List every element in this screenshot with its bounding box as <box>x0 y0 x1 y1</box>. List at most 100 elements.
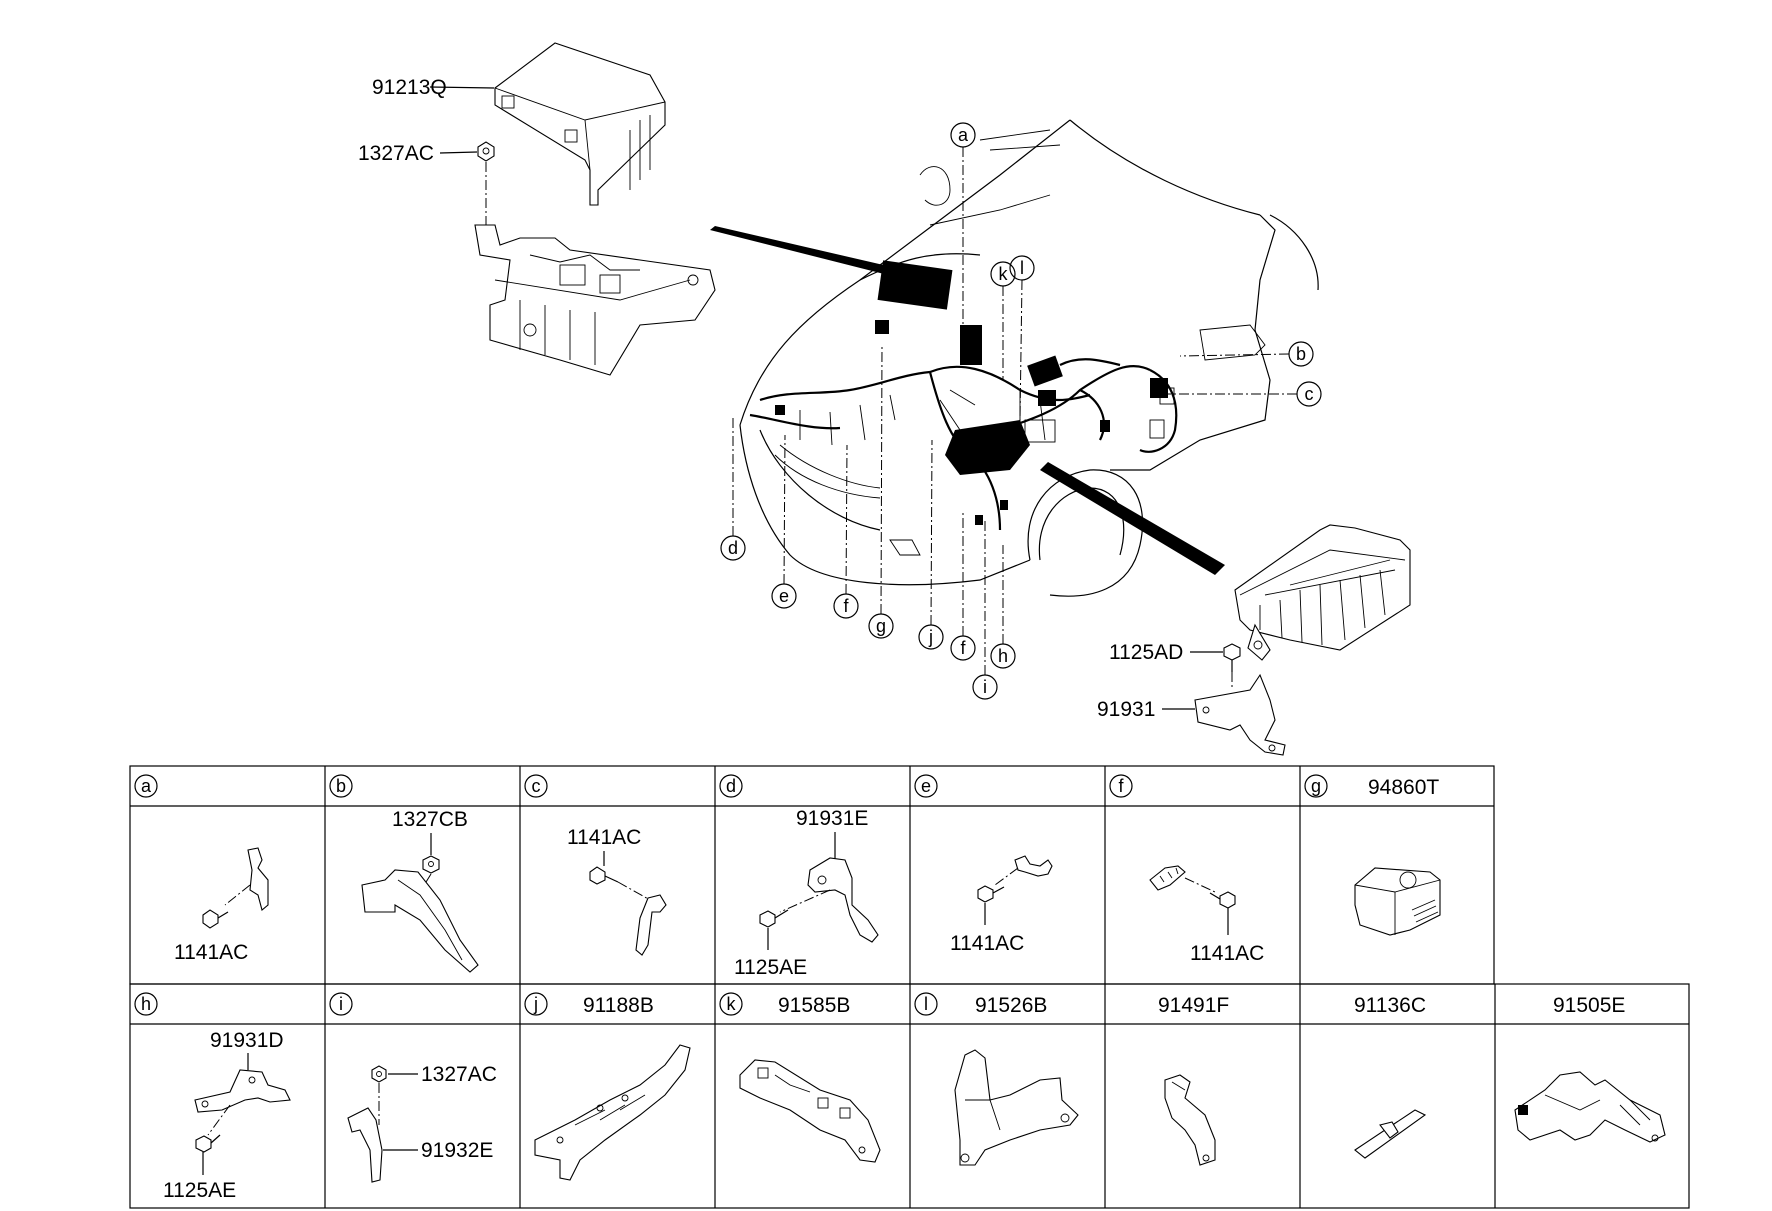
cell-f-header: f <box>1109 774 1133 798</box>
svg-text:c: c <box>532 776 541 796</box>
fuse-box-cover[interactable] <box>494 42 666 206</box>
label-91931: 91931 <box>1097 698 1155 721</box>
svg-text:b: b <box>1296 344 1306 364</box>
callout-f-right[interactable]: f <box>950 510 976 661</box>
title-91136C: 91136C <box>1354 994 1426 1017</box>
cell-j-parts[interactable] <box>534 1044 691 1181</box>
band-left <box>710 226 905 278</box>
cell-d-parts[interactable]: 91931E 1125AE <box>734 807 879 979</box>
svg-text:l: l <box>1020 258 1024 278</box>
bolt-icon <box>202 909 229 929</box>
svg-text:e: e <box>921 776 931 796</box>
leader-1327AC <box>439 151 478 154</box>
nut-icon[interactable] <box>477 141 495 162</box>
part-1141AC-f: 1141AC <box>1190 942 1264 965</box>
fuse-box-lower[interactable] <box>474 224 716 376</box>
part-91932E: 91932E <box>421 1139 493 1162</box>
label-1125AD: 1125AD <box>1109 641 1183 664</box>
bracket-91931[interactable] <box>1194 673 1286 756</box>
svg-text:d: d <box>726 776 736 796</box>
title-94860T: 94860T <box>1368 776 1439 799</box>
cell-91491F-parts[interactable] <box>1164 1074 1216 1166</box>
cell-g-header: g 94860T <box>1304 774 1439 799</box>
cell-b-parts[interactable]: 1327CB <box>361 808 479 973</box>
label-91213Q: 91213Q <box>372 76 447 99</box>
nut-icon <box>371 1065 387 1083</box>
part-1327AC-i: 1327AC <box>421 1063 497 1086</box>
callout-i[interactable]: i <box>972 520 998 700</box>
title-91491F: 91491F <box>1158 994 1229 1017</box>
callout-c[interactable]: c <box>1165 381 1322 407</box>
callout-j[interactable]: j <box>918 439 944 650</box>
cell-91505E-header: 91505E <box>1553 994 1625 1017</box>
svg-text:g: g <box>876 616 886 636</box>
cell-d-header: d <box>719 774 743 798</box>
svg-text:k: k <box>999 264 1009 284</box>
cell-a-header: a <box>134 774 158 798</box>
callout-f-left[interactable]: f <box>833 444 859 619</box>
svg-text:i: i <box>339 994 343 1014</box>
cell-i-parts[interactable]: 1327AC 91932E <box>347 1063 497 1183</box>
svg-text:e: e <box>779 586 789 606</box>
svg-text:i: i <box>983 677 987 697</box>
cell-f-parts[interactable]: 1141AC <box>1149 865 1264 965</box>
svg-text:h: h <box>998 646 1008 666</box>
cell-c-parts[interactable]: 1141AC <box>567 826 667 956</box>
wiring-harness[interactable] <box>749 260 1178 531</box>
cell-91136C-parts[interactable] <box>1354 1109 1427 1159</box>
cell-k-parts[interactable] <box>739 1059 881 1163</box>
car-body <box>739 119 1319 597</box>
cell-b-header: b <box>329 774 353 798</box>
part-91931E: 91931E <box>796 807 868 830</box>
svg-text:f: f <box>843 596 849 616</box>
engine-fuse-box[interactable] <box>1234 524 1411 661</box>
label-1327AC-top: 1327AC <box>358 142 434 165</box>
cell-i-header: i <box>329 992 353 1016</box>
title-91526B: 91526B <box>975 994 1047 1017</box>
bolt-icon <box>195 1134 221 1153</box>
cell-l-parts[interactable] <box>954 1049 1079 1166</box>
cell-c-header: c <box>524 774 548 798</box>
band-right <box>1040 462 1225 575</box>
callout-l[interactable]: l <box>1009 255 1035 421</box>
svg-text:b: b <box>336 776 346 796</box>
cell-a-parts[interactable]: 1141AC <box>174 847 269 964</box>
part-1141AC-c: 1141AC <box>567 826 641 849</box>
cell-h-header: h <box>134 992 158 1016</box>
cell-h-parts[interactable]: 91931D 1125AE <box>163 1029 291 1202</box>
svg-text:f: f <box>960 638 966 658</box>
svg-text:a: a <box>141 776 152 796</box>
callout-a[interactable]: a <box>950 122 976 330</box>
part-1141AC-a: 1141AC <box>174 941 248 964</box>
cell-91505E-parts[interactable] <box>1514 1071 1666 1143</box>
svg-text:g: g <box>1311 776 1321 796</box>
callout-e[interactable]: e <box>771 434 797 609</box>
cell-j-header: j 91188B <box>524 992 654 1017</box>
svg-text:a: a <box>958 125 969 145</box>
bolt-icon[interactable] <box>1223 643 1241 672</box>
leader-91213Q <box>429 86 495 89</box>
callout-k[interactable]: k <box>990 261 1016 380</box>
title-91585B: 91585B <box>778 994 850 1017</box>
part-1141AC-e: 1141AC <box>950 932 1024 955</box>
svg-text:j: j <box>928 627 933 647</box>
callout-b[interactable]: b <box>1179 341 1314 367</box>
svg-text:j: j <box>533 994 538 1014</box>
detail-table <box>129 765 1690 1209</box>
cell-g-parts[interactable] <box>1354 867 1441 936</box>
callout-d[interactable]: d <box>720 418 746 561</box>
svg-text:f: f <box>1118 776 1124 796</box>
cell-e-header: e <box>914 774 938 798</box>
cell-l-header: l 91526B <box>914 992 1047 1017</box>
cell-k-header: k 91585B <box>719 992 850 1017</box>
callout-g[interactable]: g <box>868 344 894 639</box>
part-1125AE-h: 1125AE <box>163 1179 236 1202</box>
svg-text:d: d <box>728 538 738 558</box>
nut-icon <box>422 855 440 874</box>
bolt-icon <box>589 866 619 885</box>
part-1125AE-d: 1125AE <box>734 956 807 979</box>
callout-h[interactable]: h <box>990 545 1016 669</box>
svg-text:k: k <box>727 994 737 1014</box>
cell-e-parts[interactable]: 1141AC <box>950 855 1053 955</box>
